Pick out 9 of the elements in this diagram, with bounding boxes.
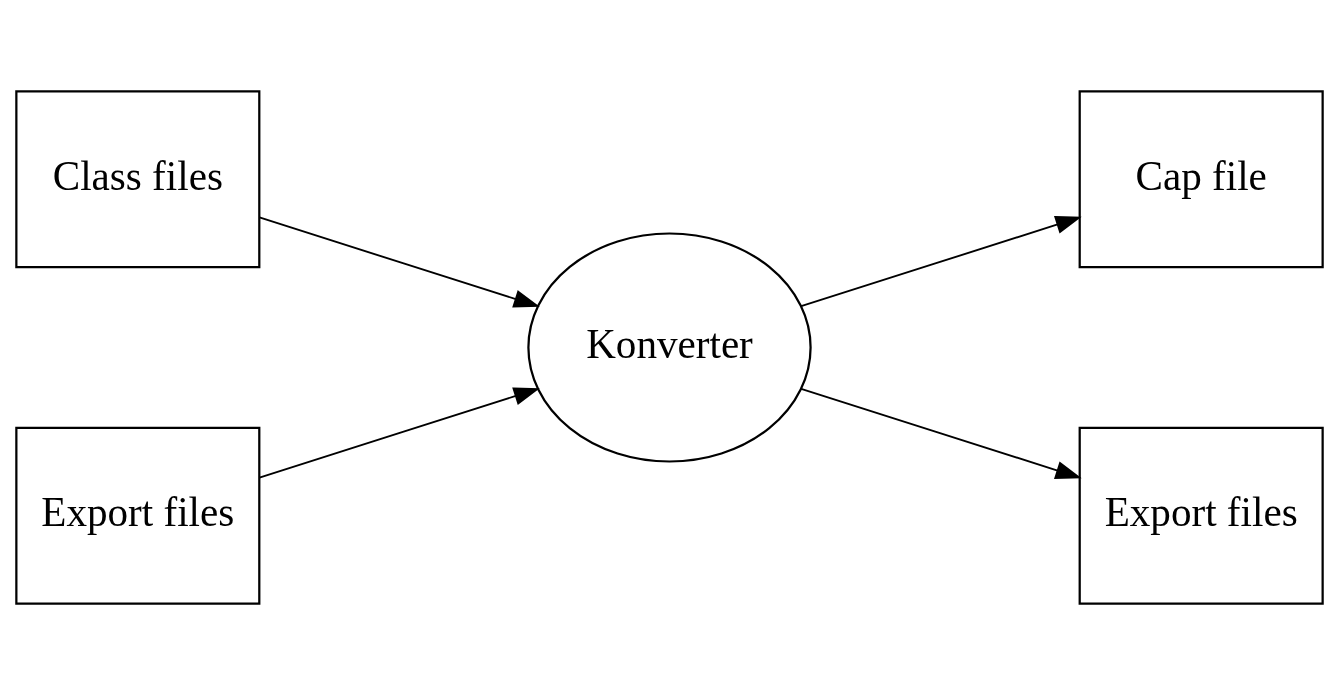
arrow	[800, 387, 1082, 479]
arrow	[800, 215, 1082, 307]
arrow	[258, 386, 540, 478]
node-box: Class files	[15, 89, 261, 268]
node-box: Cap file	[1078, 89, 1324, 268]
node-ellipse: Konverter	[527, 231, 812, 463]
arrow	[258, 216, 540, 308]
node-box: Export files	[1078, 426, 1324, 605]
node-box: Export files	[15, 426, 261, 605]
